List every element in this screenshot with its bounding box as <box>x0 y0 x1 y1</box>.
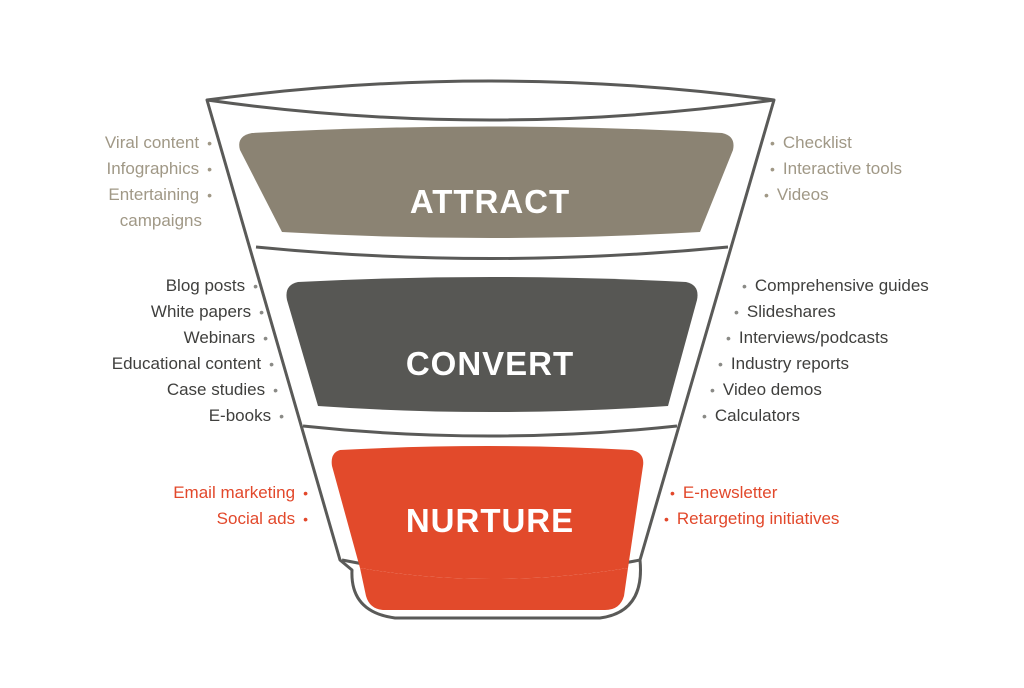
attract-title: ATTRACT <box>410 183 570 220</box>
list-item: •Interviews/podcasts <box>726 325 929 351</box>
bullet-icon: • <box>664 511 669 527</box>
list-item: Social ads• <box>173 506 308 532</box>
bullet-icon: • <box>670 485 675 501</box>
bullet-icon: • <box>726 330 731 346</box>
funnel-rim <box>206 98 775 122</box>
bullet-icon: • <box>279 408 284 424</box>
list-item: •Interactive tools <box>770 156 902 182</box>
bullet-icon: • <box>303 485 308 501</box>
attract-left-list: Viral content• Infographics• Entertainin… <box>105 130 212 233</box>
list-item: Educational content• <box>112 351 274 377</box>
convert-left-list: Blog posts• White papers• Webinars• Educ… <box>112 273 284 429</box>
attract-right-list: •Checklist •Interactive tools •Videos <box>764 130 902 208</box>
list-item: •Slideshares <box>734 299 929 325</box>
list-item: •Video demos <box>710 377 929 403</box>
list-item: •Videos <box>764 182 902 208</box>
bullet-icon: • <box>207 161 212 177</box>
list-item: E-books• <box>112 403 284 429</box>
bullet-icon: • <box>273 382 278 398</box>
list-item: •Comprehensive guides <box>742 273 929 299</box>
convert-band <box>286 277 698 412</box>
list-item: Viral content• <box>105 130 212 156</box>
nurture-right-list: •E-newsletter •Retargeting initiatives <box>664 480 839 532</box>
list-item: Entertaining• <box>105 182 212 208</box>
convert-right-list: •Comprehensive guides •Slideshares •Inte… <box>702 273 929 429</box>
nurture-left-list: Email marketing• Social ads• <box>173 480 308 532</box>
bullet-icon: • <box>742 278 747 294</box>
bullet-icon: • <box>259 304 264 320</box>
list-item: •Retargeting initiatives <box>664 506 839 532</box>
funnel-divider-1 <box>255 245 729 260</box>
bullet-icon: • <box>253 278 258 294</box>
bullet-icon: • <box>734 304 739 320</box>
list-item: campaigns <box>119 211 202 230</box>
list-item: •Industry reports <box>718 351 929 377</box>
bullet-icon: • <box>303 511 308 527</box>
bullet-icon: • <box>770 161 775 177</box>
bullet-icon: • <box>702 408 707 424</box>
nurture-band <box>331 446 644 579</box>
list-item: Infographics• <box>105 156 212 182</box>
list-item: Webinars• <box>112 325 268 351</box>
list-item: •Calculators <box>702 403 929 429</box>
nurture-title: NURTURE <box>406 502 574 539</box>
convert-title: CONVERT <box>406 345 574 382</box>
bullet-icon: • <box>263 330 268 346</box>
list-item: •E-newsletter <box>670 480 839 506</box>
bullet-icon: • <box>207 135 212 151</box>
list-item: Case studies• <box>112 377 278 403</box>
bullet-icon: • <box>764 187 769 203</box>
list-item: Email marketing• <box>173 480 308 506</box>
bullet-icon: • <box>718 356 723 372</box>
attract-band <box>239 126 734 238</box>
list-item: •Checklist <box>770 130 902 156</box>
bullet-icon: • <box>269 356 274 372</box>
list-item: Blog posts• <box>112 273 258 299</box>
bullet-icon: • <box>207 187 212 203</box>
bullet-icon: • <box>770 135 775 151</box>
bullet-icon: • <box>710 382 715 398</box>
nurture-base <box>360 568 628 610</box>
list-item: White papers• <box>112 299 264 325</box>
funnel-divider-2 <box>302 424 678 438</box>
